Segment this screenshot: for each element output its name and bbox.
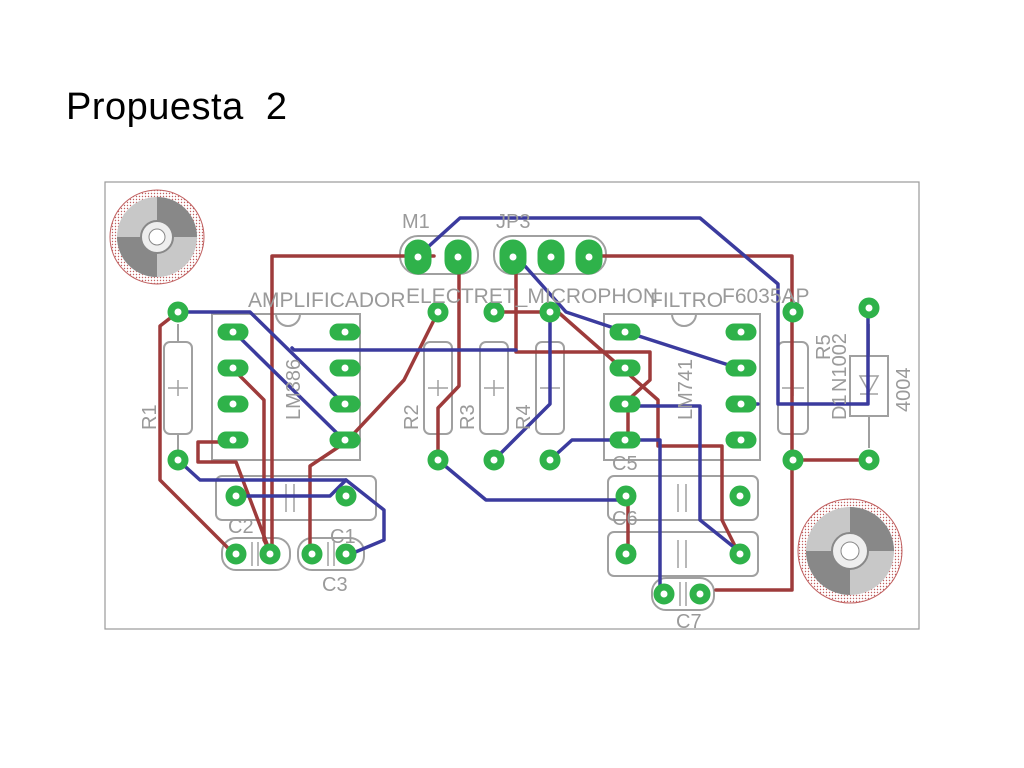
- board-outline: [104, 181, 920, 630]
- pad-holes: [174, 253, 873, 598]
- label-jp3: JP3: [496, 211, 530, 233]
- pads: [167, 239, 880, 605]
- label-c7: C7: [676, 611, 702, 633]
- label-c5: C5: [612, 453, 638, 475]
- mounting-hole-top-left: [109, 189, 205, 285]
- label-c3: C3: [322, 574, 348, 596]
- label-r2: R2: [401, 404, 423, 430]
- label-c2: C2: [228, 516, 254, 538]
- silkscreen-labels: M1 JP3 AMPLIFICADOR ELECTRET_MICROPHON F…: [139, 211, 915, 633]
- label-r3: R3: [457, 404, 479, 430]
- label-f6035ap: F6035AP: [722, 285, 810, 308]
- label-amplificador: AMPLIFICADOR: [248, 289, 406, 312]
- bottom-layer-traces: [158, 254, 871, 592]
- label-m1: M1: [402, 211, 430, 233]
- label-c1: C1: [330, 526, 356, 548]
- label-lm386: LM386: [283, 359, 305, 420]
- label-d1: D1: [829, 394, 851, 420]
- label-electret: ELECTRET_MICROPHON: [406, 285, 658, 308]
- label-r5: R5: [813, 334, 835, 360]
- mounting-hole-bottom-right: [797, 498, 903, 604]
- label-r1: R1: [139, 404, 161, 430]
- label-4004: 4004: [893, 368, 915, 413]
- slide-title: Propuesta 2: [66, 86, 288, 128]
- top-layer-traces: [176, 216, 870, 592]
- label-filtro: FILTRO: [650, 289, 723, 312]
- label-c6: C6: [612, 508, 638, 530]
- label-n1002: N1002: [829, 333, 851, 392]
- label-r4: R4: [513, 404, 535, 430]
- label-lm741: LM741: [675, 359, 697, 420]
